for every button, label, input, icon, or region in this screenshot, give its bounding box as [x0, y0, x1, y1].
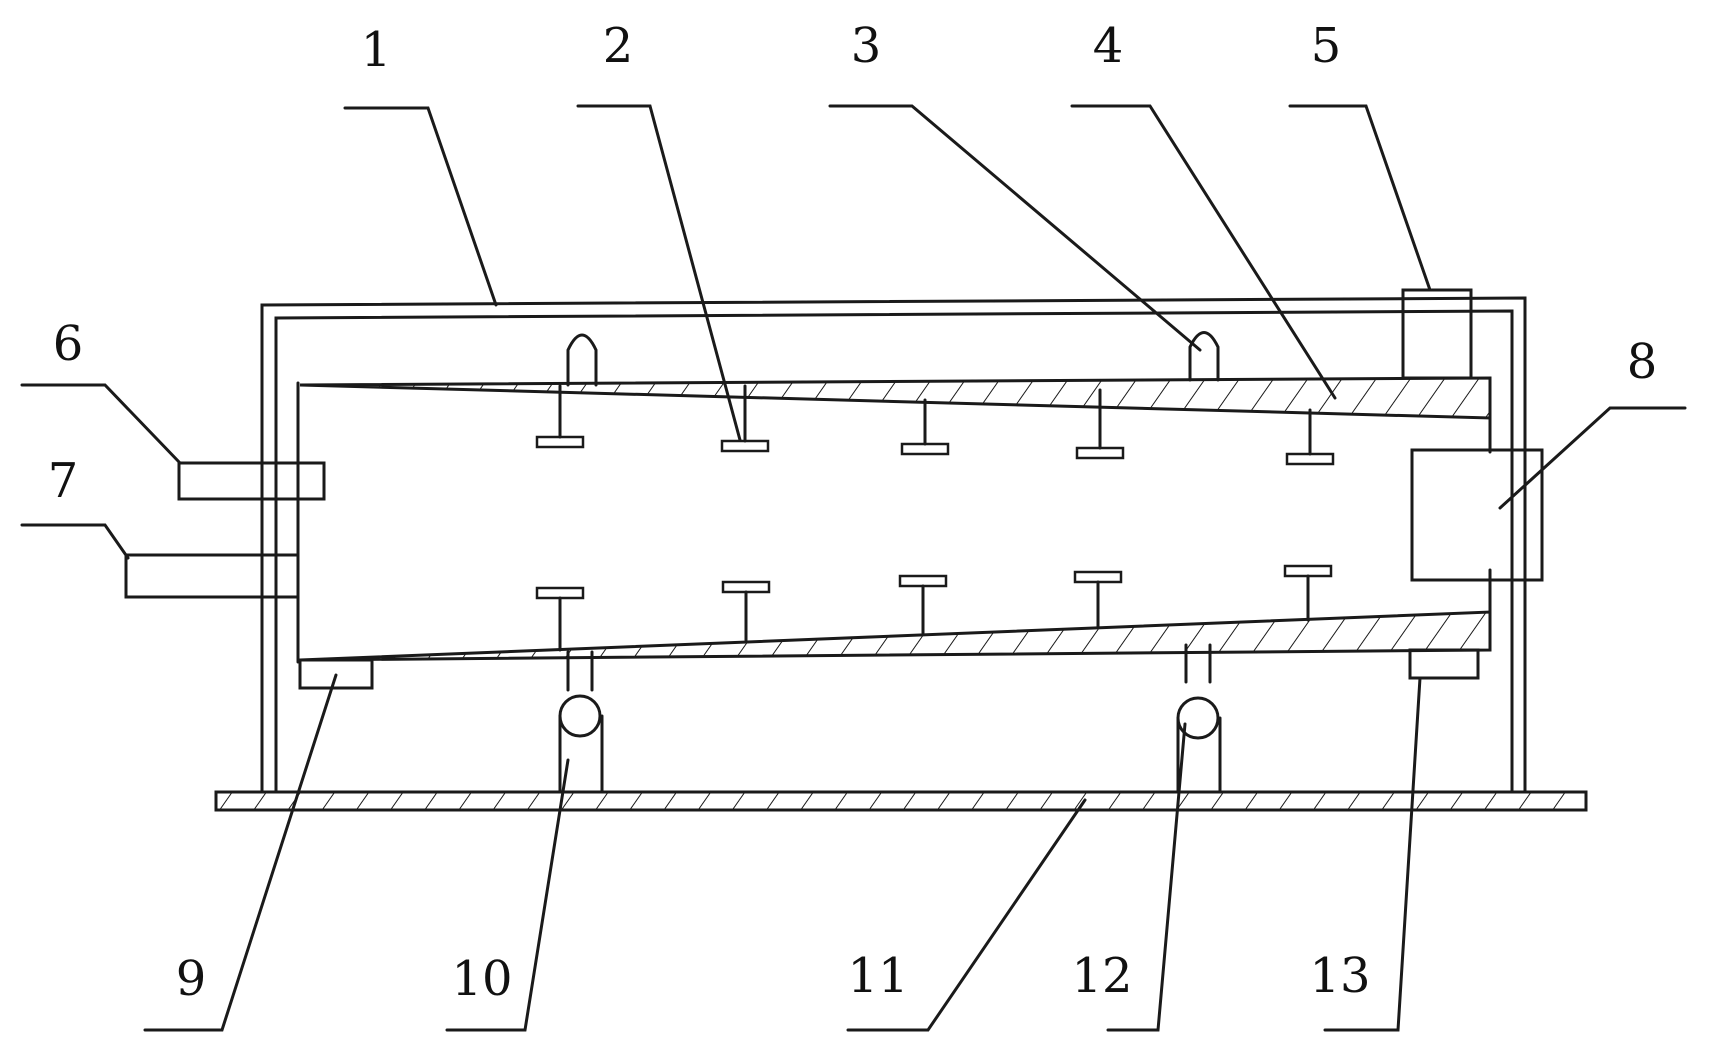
label-1: 1 — [361, 22, 392, 78]
label-8: 8 — [1627, 334, 1658, 390]
upper-hooks — [566, 331, 1220, 387]
label-3: 3 — [851, 18, 882, 74]
end-box — [1410, 448, 1544, 582]
label-4: 4 — [1093, 18, 1124, 74]
label-10: 10 — [451, 951, 512, 1007]
outer-frame — [260, 296, 1527, 794]
label-6: 6 — [53, 316, 84, 372]
labels: 1 2 3 4 5 6 7 8 9 10 11 12 13 — [48, 18, 1658, 1007]
cylinder-body — [296, 376, 1492, 664]
lower-spikes — [535, 564, 1333, 652]
label-7: 7 — [48, 453, 79, 509]
rollers — [558, 643, 1222, 794]
leader-lines — [20, 104, 1687, 1032]
ground-plate — [214, 790, 1588, 812]
supports — [298, 648, 1480, 690]
motor-box — [1401, 288, 1473, 380]
label-13: 13 — [1309, 948, 1370, 1004]
upper-spikes — [535, 384, 1335, 466]
label-5: 5 — [1311, 18, 1342, 74]
inlet-pipes — [124, 461, 326, 599]
label-12: 12 — [1071, 948, 1132, 1004]
label-9: 9 — [176, 951, 207, 1007]
label-2: 2 — [603, 18, 634, 74]
label-11: 11 — [847, 948, 908, 1004]
